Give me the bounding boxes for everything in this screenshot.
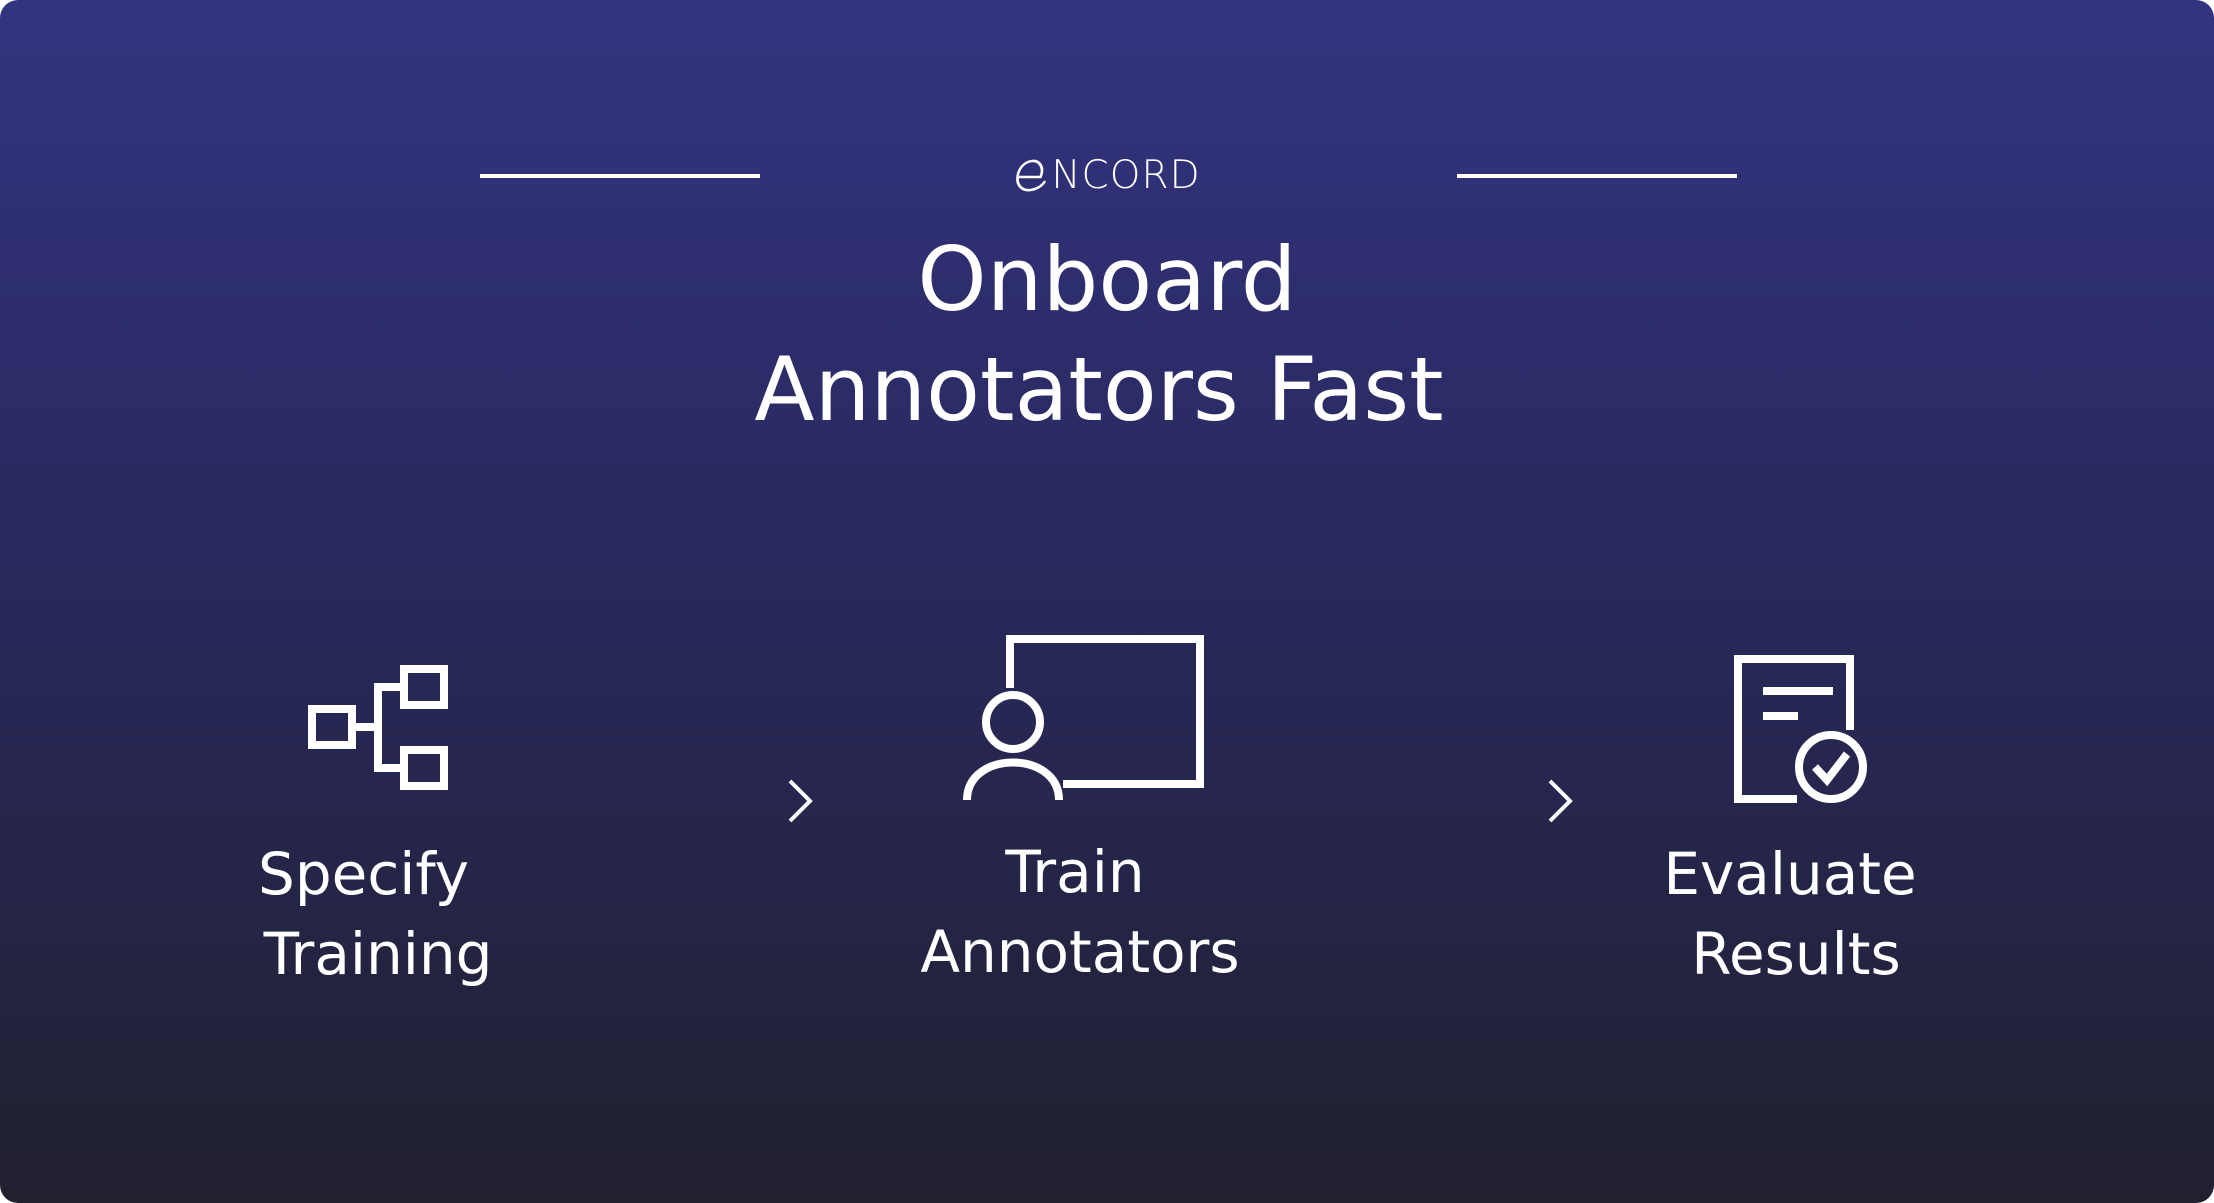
step-label-evaluate-results: Evaluate Results — [1640, 834, 1940, 994]
step-label-train-annotators: Train Annotators — [880, 832, 1280, 992]
step-label-line-1: Train — [1005, 838, 1145, 906]
divider-left — [480, 174, 760, 178]
document-check-icon — [1734, 655, 1867, 803]
page-title-line-2: Annotators Fast — [754, 338, 1444, 441]
presenter-icon — [963, 635, 1204, 801]
divider-right — [1457, 174, 1737, 178]
step-label-line-2: Results — [1691, 920, 1901, 988]
step-label-line-1: Evaluate — [1663, 840, 1917, 908]
page-title-line-1: Onboard — [917, 228, 1297, 331]
step-label-line-1: Specify — [258, 840, 470, 908]
step-label-specify-training: Specify Training — [238, 834, 518, 994]
arrow-right-icon — [600, 779, 813, 823]
arrow-right-icon — [1360, 779, 1573, 823]
hierarchy-icon — [308, 665, 448, 790]
logo-e-mark-icon — [1016, 159, 1047, 192]
step-label-line-2: Training — [263, 920, 493, 988]
step-label-line-2: Annotators — [920, 918, 1240, 986]
logo-wordmark: NCORD — [1051, 152, 1201, 198]
brand-logo: NCORD — [1000, 150, 1214, 200]
